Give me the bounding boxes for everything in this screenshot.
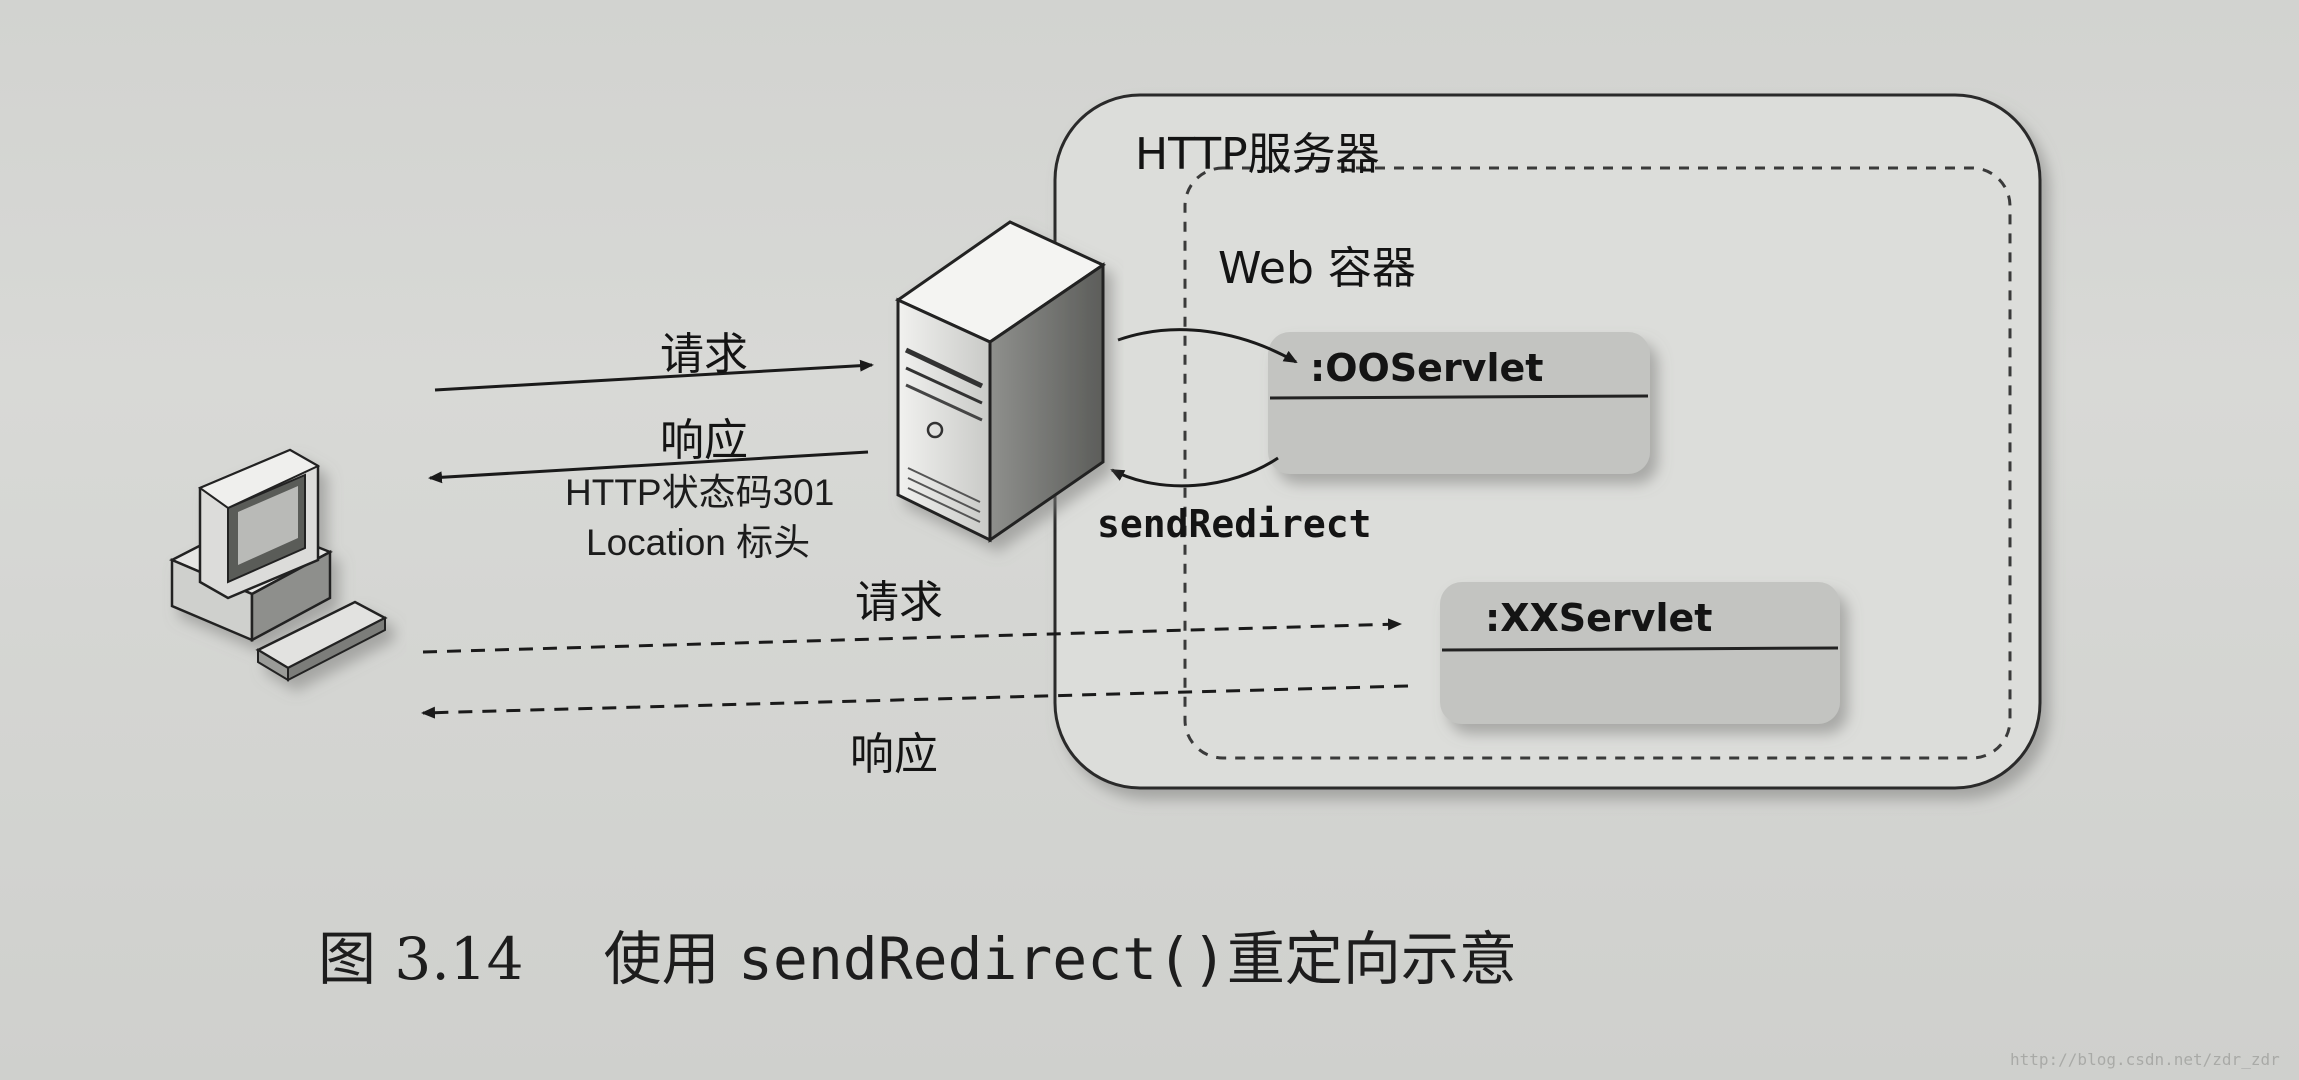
ooservlet-label: :OOServlet xyxy=(1310,346,1543,390)
second-response-label: 响应 xyxy=(850,718,938,782)
caption-prefix: 使用 xyxy=(604,925,738,993)
figure-caption: 图 3.14 使用 sendRedirect()重定向示意 xyxy=(318,912,1517,996)
send-redirect-label: sendRedirect xyxy=(1097,502,1372,546)
first-request-label: 请求 xyxy=(660,318,748,382)
second-request-label: 请求 xyxy=(855,566,943,630)
caption-method: sendRedirect() xyxy=(738,925,1227,993)
http-server-label: HTTP服务器 xyxy=(1135,118,1380,182)
caption-suffix: 重定向示意 xyxy=(1227,925,1517,993)
figure-number: 图 3.14 xyxy=(318,925,524,993)
web-container-label: Web 容器 xyxy=(1218,232,1416,296)
first-request-arrow xyxy=(435,365,872,390)
client-computer-icon xyxy=(172,450,385,680)
location-header-label: Location 标头 xyxy=(586,518,810,567)
xxservlet-label: :XXServlet xyxy=(1485,596,1712,640)
status-code-label: HTTP状态码301 xyxy=(565,468,834,517)
watermark: http://blog.csdn.net/zdr_zdr xyxy=(2010,1050,2280,1069)
first-response-label: 响应 xyxy=(660,404,748,468)
